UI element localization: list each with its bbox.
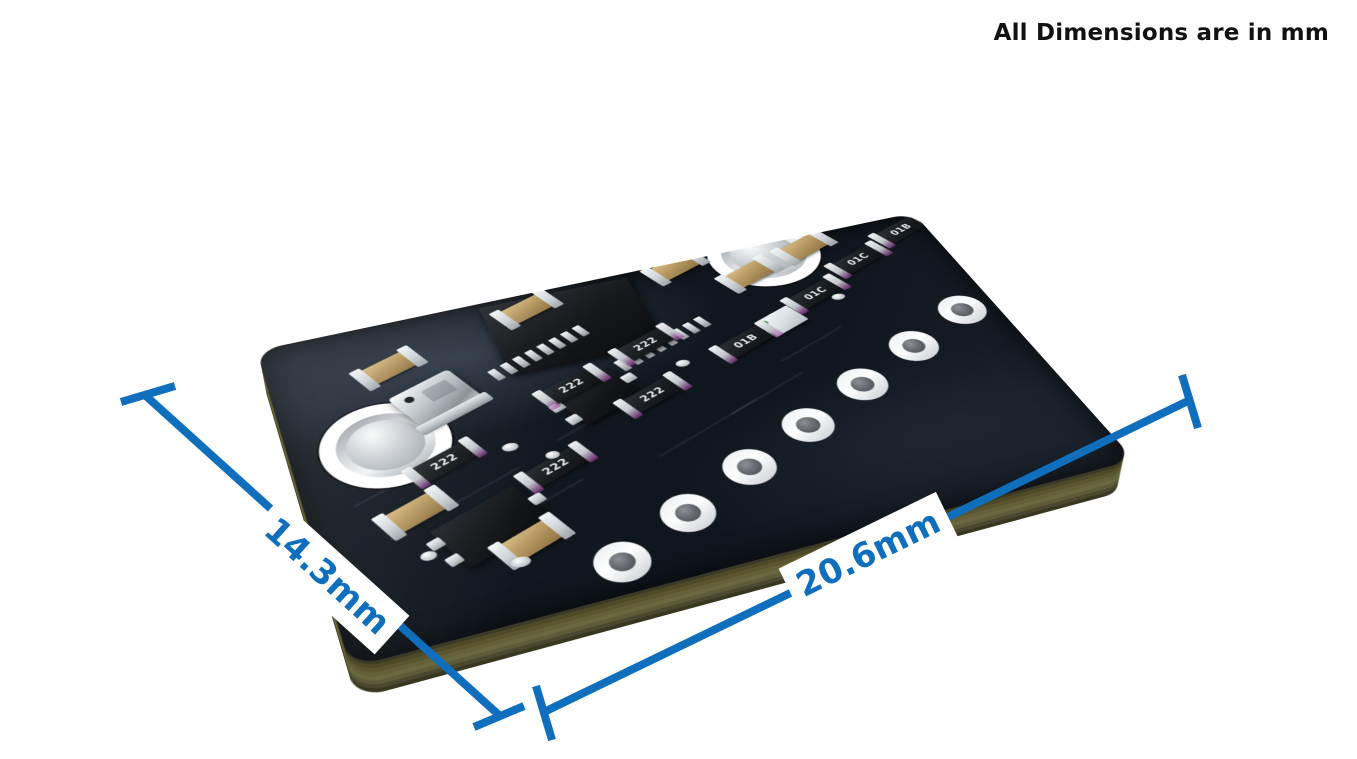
page-title: All Dimensions are in mm bbox=[993, 20, 1329, 46]
dim-cap-length-right bbox=[1178, 373, 1202, 430]
dim-cap-width-bottom bbox=[472, 702, 526, 731]
dim-cap-width-top bbox=[119, 382, 177, 406]
dim-cap-length-left bbox=[532, 684, 556, 742]
